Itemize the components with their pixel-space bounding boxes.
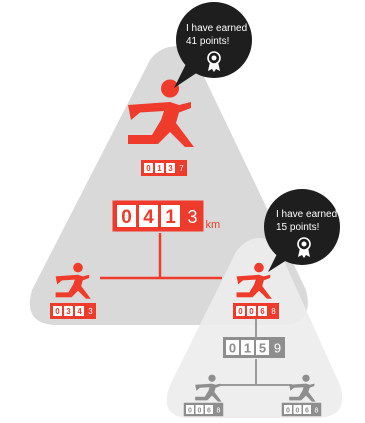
runner-icon xyxy=(128,79,194,147)
award-ribbon-icon xyxy=(297,237,311,258)
digit-cell xyxy=(256,340,269,355)
digit: 5 xyxy=(259,340,266,355)
digit-cell xyxy=(258,306,267,316)
digit: 3 xyxy=(66,307,71,316)
digit-cell xyxy=(161,205,180,227)
decimal-digit: 8 xyxy=(315,407,319,414)
digit: 6 xyxy=(207,407,211,414)
digit: 0 xyxy=(55,307,60,316)
digit-cell xyxy=(166,163,175,173)
digit-cell xyxy=(205,405,213,414)
digit-cell xyxy=(64,306,73,316)
bubble-top-line1: I have earned xyxy=(186,23,247,34)
digit-cell xyxy=(53,306,62,316)
digit: 6 xyxy=(305,407,309,414)
digit: 1 xyxy=(165,207,176,228)
decimal-digit: 9 xyxy=(274,340,281,355)
digit: 1 xyxy=(244,340,251,355)
decimal-digit: 3 xyxy=(187,207,197,227)
runner-icon xyxy=(195,374,222,402)
digit-cell xyxy=(247,306,256,316)
bubble-right-line1: I have earned xyxy=(276,209,337,220)
digit: 0 xyxy=(249,307,254,316)
decimal-digit: 8 xyxy=(217,407,221,414)
decimal-digit: 8 xyxy=(271,307,276,316)
digit: 0 xyxy=(146,164,151,173)
digit-cell xyxy=(139,205,158,227)
bubble-right-line2: 15 points! xyxy=(276,222,319,233)
digit-cell xyxy=(284,405,292,414)
digit: 3 xyxy=(168,164,173,173)
digit: 0 xyxy=(296,407,300,414)
runner-icon xyxy=(289,374,316,402)
digit-cell xyxy=(186,405,194,414)
digit-cell xyxy=(144,163,153,173)
digit: 0 xyxy=(238,307,243,316)
bubble-top-line2: 41 points! xyxy=(186,36,229,47)
digit-cell xyxy=(75,306,84,316)
digit: 0 xyxy=(198,407,202,414)
digit-cell xyxy=(117,205,136,227)
decimal-digit: 3 xyxy=(88,307,93,316)
digit: 6 xyxy=(260,307,265,316)
digit-cell xyxy=(236,306,245,316)
runner-icon xyxy=(55,262,91,299)
digit: 0 xyxy=(229,340,236,355)
digit: 0 xyxy=(188,407,192,414)
award-ribbon-icon xyxy=(207,51,221,72)
digit-cell xyxy=(241,340,254,355)
digit-cell xyxy=(226,340,239,355)
unit-label: km xyxy=(206,219,221,231)
decimal-digit: 7 xyxy=(179,164,184,173)
digit: 0 xyxy=(121,207,132,228)
digit-cell xyxy=(155,163,164,173)
sub-team-triangle xyxy=(166,238,343,418)
speech-bubble-right: I have earned 15 points! xyxy=(264,189,340,272)
digit-cell xyxy=(303,405,311,414)
digit: 1 xyxy=(157,164,162,173)
digit-cell xyxy=(293,405,302,414)
digit-cell xyxy=(195,405,204,414)
digit: 4 xyxy=(143,207,154,228)
digit: 0 xyxy=(286,407,290,414)
runner-icon xyxy=(236,262,272,299)
digit: 4 xyxy=(77,307,82,316)
speech-bubble-top: I have earned 41 points! xyxy=(174,2,252,88)
